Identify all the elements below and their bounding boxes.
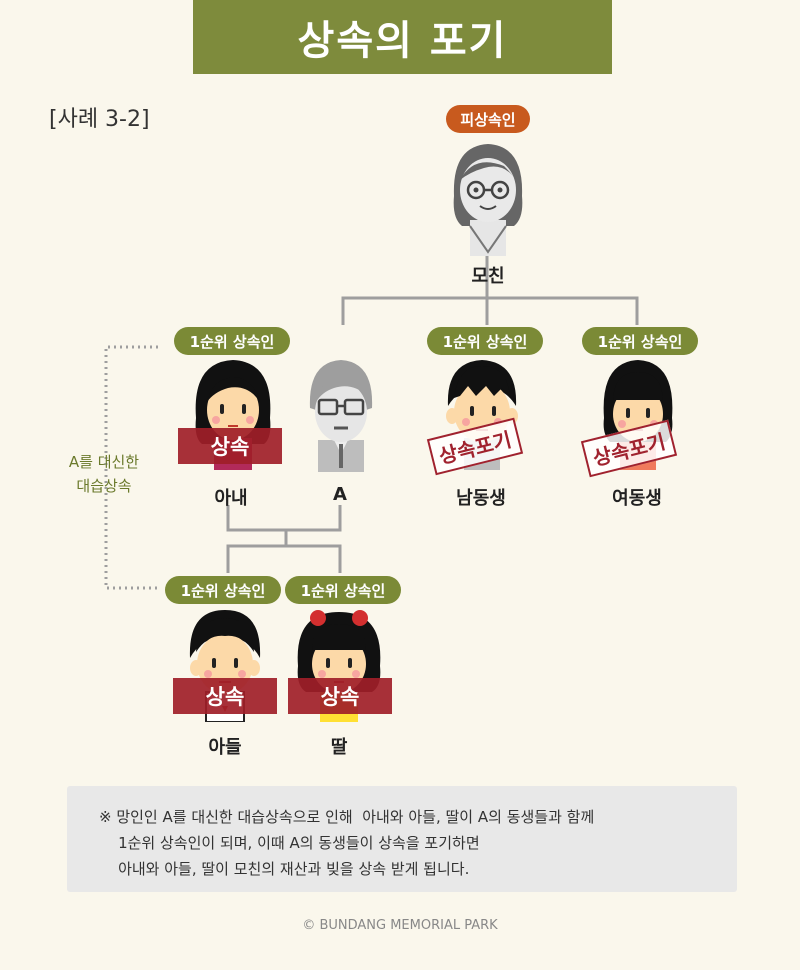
rank-pill-brother: 1순위 상속인 (427, 327, 543, 355)
wife-name: 아내 (214, 488, 248, 509)
rank-pill-sister: 1순위 상속인 (582, 327, 698, 355)
note-line-3: 아내와 아들, 딸이 모친의 재산과 빚을 상속 받게 됩니다. (99, 860, 470, 878)
case-label: [사례 3-2] (49, 107, 150, 132)
copyright: © BUNDANG MEMORIAL PARK (302, 918, 498, 933)
deceased-badge: 피상속인 (446, 105, 530, 133)
brother-name: 남동생 (456, 488, 506, 509)
rank-pill-son: 1순위 상속인 (165, 576, 281, 604)
page-title: 상속의 포기 (193, 0, 612, 74)
son-name: 아들 (208, 737, 242, 758)
a-figure (309, 360, 373, 472)
wife-status-banner: 상속 (178, 428, 282, 464)
note-line-2: 1순위 상속인이 되며, 이때 A의 동생들이 상속을 포기하면 (99, 834, 480, 852)
daughter-name: 딸 (330, 737, 348, 758)
a-name: A (333, 484, 347, 505)
side-label-line1: A를 대신한 (68, 453, 140, 471)
explanation-note: ※ 망인인 A를 대신한 대습상속으로 인해 아내와 아들, 딸이 A의 동생들… (67, 786, 737, 892)
wife-figure (195, 360, 271, 470)
daughter-status-banner: 상속 (288, 678, 392, 714)
son-status-banner: 상속 (173, 678, 277, 714)
mother-figure (453, 144, 523, 256)
sister-name: 여동생 (612, 488, 662, 509)
mother-name: 모친 (471, 266, 505, 287)
note-line-1: ※ 망인인 A를 대신한 대습상속으로 인해 아내와 아들, 딸이 A의 동생들… (99, 808, 595, 826)
rank-pill-daughter: 1순위 상속인 (285, 576, 401, 604)
side-label-line2: 대습상속 (76, 477, 132, 495)
rank-pill-wife: 1순위 상속인 (174, 327, 290, 355)
substitute-inheritance-label: A를 대신한 대습상속 (62, 450, 146, 498)
